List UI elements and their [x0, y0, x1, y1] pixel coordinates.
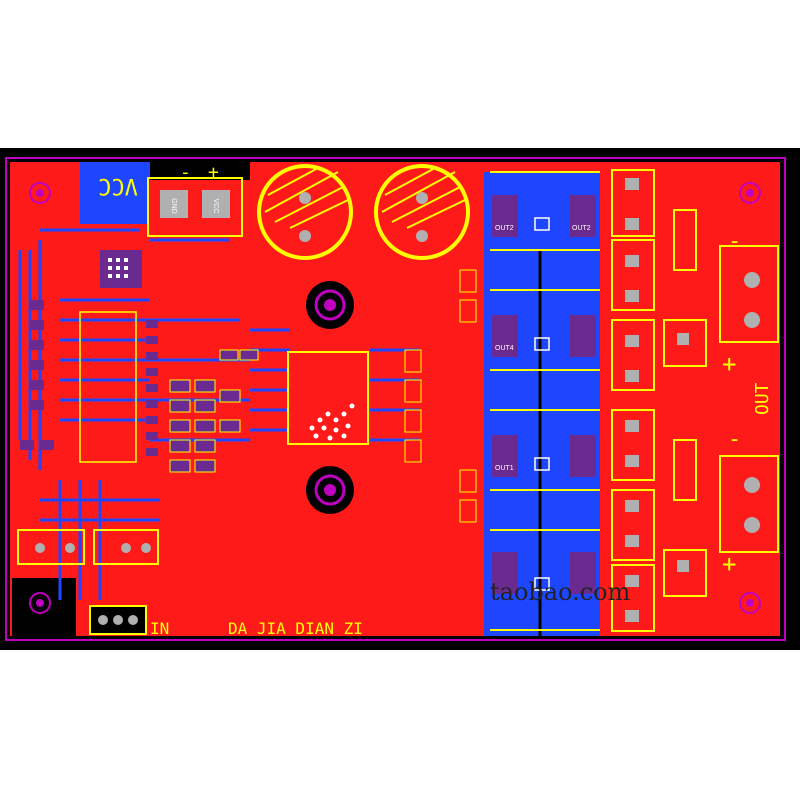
mcu-pads-left: [20, 300, 54, 450]
mcu-outline: [79, 311, 137, 463]
power-connector-pad-gnd: [160, 190, 188, 218]
output-top-pin-1: [744, 312, 760, 328]
corner-cutout-bottom-left: [12, 578, 76, 636]
connector-bl2-pin-a: [121, 543, 131, 553]
plus-label-top: +: [208, 162, 219, 183]
capacitor-2: [374, 164, 470, 260]
resistor-array: [169, 349, 259, 473]
minus-label-right-top: -: [728, 229, 741, 254]
power-connector-pad-vcc: [202, 190, 230, 218]
plus-label-right-bottom: +: [722, 550, 736, 578]
plus-label-right-top: +: [722, 350, 736, 378]
mosfet-out2-label-1: OUT2: [495, 225, 514, 232]
mosfet-out2-label-2: OUT2: [572, 225, 591, 232]
out-label: OUT: [752, 382, 773, 415]
center-mount-hole-upper: [306, 281, 354, 329]
in-header-pin-3: [128, 615, 138, 625]
mosfet-outlines: [490, 171, 600, 631]
connector-bl1-pin-a: [35, 543, 45, 553]
mosfet-pads: [492, 195, 596, 594]
vcc-black-strip: [150, 162, 250, 180]
power-connector-outline: [147, 177, 243, 237]
smd-column-center: [404, 269, 477, 523]
mounting-hole-bottom-left: [29, 592, 51, 614]
mounting-hole-bottom-right: [739, 592, 761, 614]
in-header-pin-1: [98, 615, 108, 625]
mcu-pads-right: [146, 320, 158, 456]
mosfet-out1-label: OUT1: [495, 465, 514, 472]
output-top-pin-2: [744, 272, 760, 288]
connector-bottom-left-1: [17, 529, 85, 565]
brand-label: DA JIA DIAN ZI: [228, 619, 363, 638]
connector-bl2-pin-b: [141, 543, 151, 553]
mosfet-out4-label: OUT4: [495, 345, 514, 352]
capacitor-1: [257, 164, 353, 260]
mosfet-small-pads: [534, 217, 550, 591]
center-chip-outline: [287, 351, 369, 445]
minus-label-top: -: [180, 162, 191, 183]
mounting-hole-top-left: [29, 182, 51, 204]
vcc-label: VCC: [98, 173, 138, 198]
center-chip-vias: [309, 403, 355, 441]
output-bottom-pin-2: [744, 477, 760, 493]
right-components: [611, 169, 707, 632]
left-trace-bundle: [18, 228, 420, 600]
center-mount-hole-lower: [306, 466, 354, 514]
ic-small-top: [100, 250, 142, 288]
minus-label-right-bottom: -: [728, 427, 741, 452]
pin-gnd-label: GND: [170, 198, 177, 214]
pin-vcc-label: VCC: [212, 199, 219, 214]
right-component-pads: [625, 178, 689, 622]
output-connector-bottom: [719, 455, 779, 553]
output-bottom-pin-1: [744, 517, 760, 533]
watermark-text: taobao.com: [490, 578, 631, 606]
vcc-copper-block: [80, 162, 150, 224]
ic-small-top-pins: [108, 258, 128, 278]
board-outline: [5, 157, 786, 641]
connector-bottom-left-2: [93, 529, 159, 565]
connector-bl1-pin-b: [65, 543, 75, 553]
in-label: IN: [150, 619, 169, 638]
in-header-pin-2: [113, 615, 123, 625]
mounting-hole-top-right: [739, 182, 761, 204]
output-connector-top: [719, 245, 779, 343]
